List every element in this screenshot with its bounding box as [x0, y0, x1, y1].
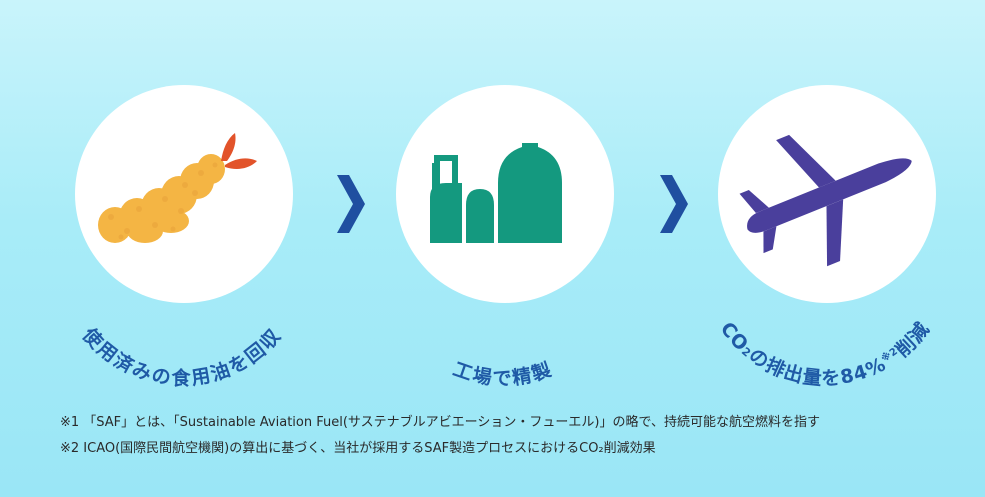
step-2-circle: [396, 85, 614, 303]
footnote-1: ※1 「SAF」とは、「Sustainable Aviation Fuel(サス…: [60, 415, 820, 430]
svg-text:CO2の排出量を84%※2削減: CO2の排出量を84%※2削減: [716, 317, 935, 390]
step-1-circle: [75, 85, 293, 303]
footnotes: ※1 「SAF」とは、「Sustainable Aviation Fuel(サス…: [60, 410, 960, 462]
step-3-label-text: CO2の排出量を84%※2削減: [716, 317, 934, 390]
step-3-circle: [718, 85, 936, 303]
fried-shrimp-icon: [98, 133, 257, 243]
footnote-2: ※2 ICAO(国際民間航空機関)の算出に基づく、当社が採用するSAF製造プロセ…: [60, 441, 656, 456]
chevron-right-icon: [660, 175, 688, 233]
airplane-icon: [739, 134, 912, 267]
reduction-text: の排出量を84%: [745, 344, 890, 390]
factory-icon: [430, 143, 562, 243]
chevron-right-icon: [337, 175, 365, 233]
